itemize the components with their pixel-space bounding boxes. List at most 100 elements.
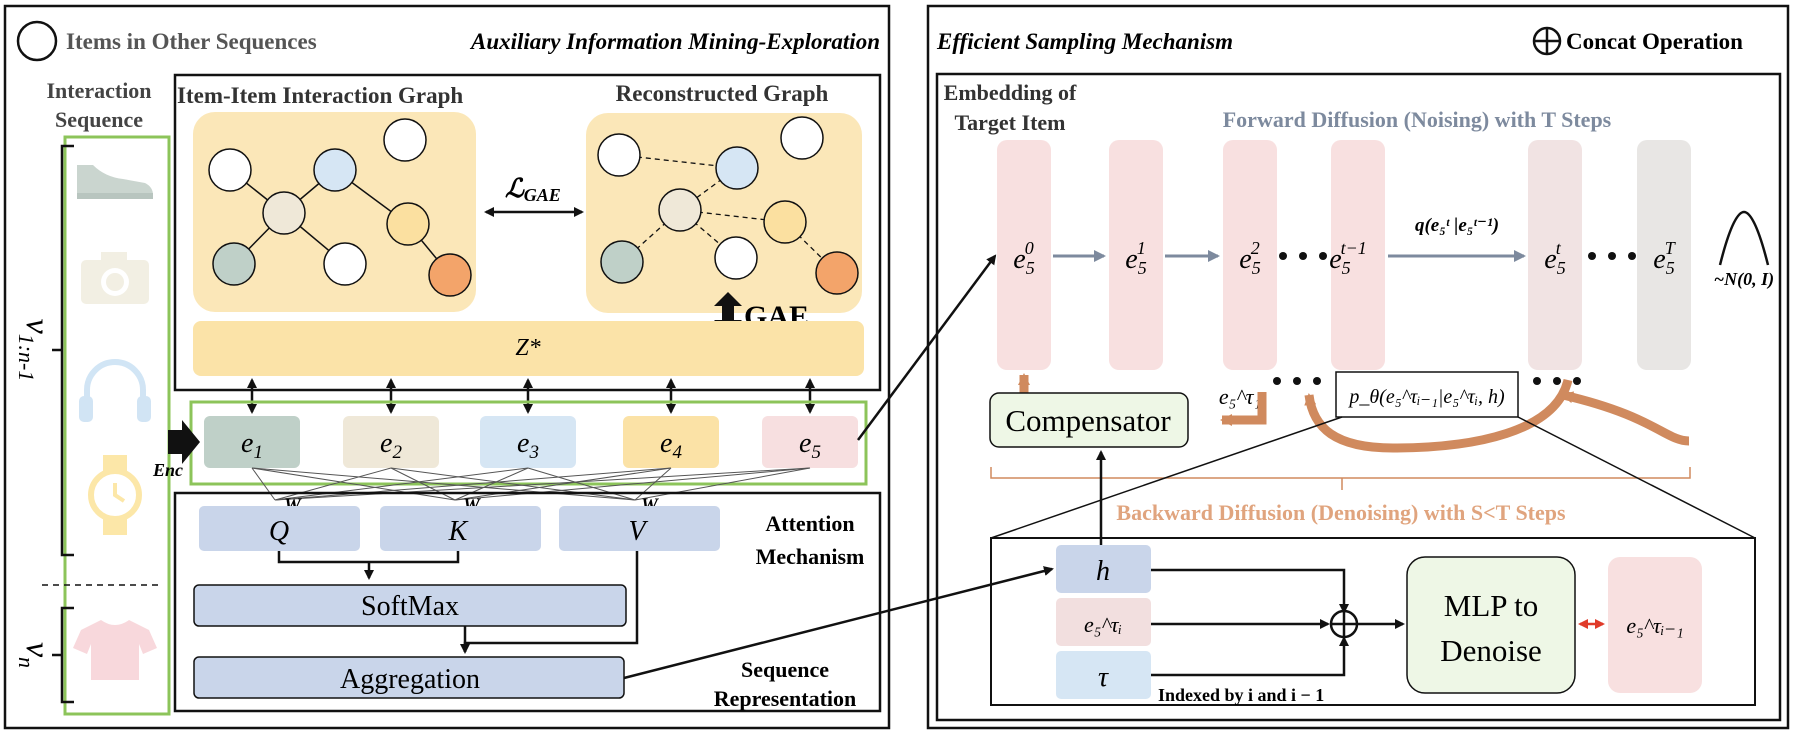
graph-title-left: Item-Item Interaction Graph [177, 83, 463, 108]
sequence-representation-label-1: Sequence [741, 657, 829, 682]
graph-node [780, 116, 824, 160]
graph-node [597, 133, 641, 177]
forward-column-1 [1109, 140, 1163, 370]
svg-text:e4: e4 [660, 428, 682, 463]
enc-label: Enc [152, 460, 183, 480]
svg-text:e₅^τᵢ₋₁: e₅^τᵢ₋₁ [1626, 613, 1683, 638]
svg-text:Q: Q [269, 516, 289, 547]
enc-arrow-icon [168, 420, 200, 464]
attention-frame [173, 491, 882, 713]
forward-node-t-1: e5t−1 [1329, 238, 1367, 278]
svg-text:τ: τ [1098, 662, 1109, 693]
noise-label: ~N(0, I) [1714, 269, 1774, 290]
sequence-representation-label-2: Representation [714, 686, 857, 711]
indexed-by-label: Indexed by i and i − 1 [1158, 685, 1324, 705]
forward-column-0 [997, 140, 1051, 370]
concat-label: Concat Operation [1566, 29, 1743, 54]
left-panel-frame [3, 4, 891, 730]
graph-node [262, 191, 306, 235]
svg-text:e2: e2 [380, 428, 402, 463]
legend-circle-icon [16, 20, 58, 62]
svg-text:K: K [448, 516, 469, 547]
compensator-box: Compensator [989, 392, 1189, 448]
softmax-box: SoftMax [193, 584, 627, 627]
seq-label-v1-n-1: v1:n-1 [14, 319, 56, 382]
forward-column-2 [1223, 140, 1277, 370]
graph-node [763, 200, 807, 244]
e5-to-target-arrow [856, 254, 997, 441]
embedding-e3: e3 [480, 416, 576, 468]
tshirt-icon [73, 620, 157, 680]
svg-text:SoftMax: SoftMax [361, 591, 459, 622]
forward-node-2: e52 [1239, 238, 1260, 278]
interaction-graph-panel [193, 112, 476, 312]
tau-to-concat-arrow [1151, 636, 1349, 677]
q-formula: q(e₅ᵗ |e₅ᵗ⁻¹) [1415, 215, 1499, 236]
sequence-box [63, 135, 171, 716]
graph-node [428, 253, 472, 297]
svg-text:Denoise: Denoise [1440, 633, 1542, 668]
backward-diffusion-title: Backward Diffusion (Denoising) with S<T … [1116, 500, 1566, 525]
watch-icon [88, 455, 142, 535]
attention-mechanism-label-1: Attention [765, 511, 854, 536]
v-box: V [559, 506, 720, 551]
tau-i-node-box: e₅^τᵢ [1056, 598, 1151, 646]
svg-text:vn: vn [14, 642, 56, 668]
forward-node-1: e51 [1125, 238, 1146, 278]
right-panel-frame [926, 4, 1790, 730]
interaction-sequence-label-1: Interaction [46, 78, 151, 103]
gaussian-curve-icon [1718, 210, 1770, 266]
tau-box: τ [1056, 651, 1151, 699]
embedding-e4: e4 [623, 416, 719, 468]
concat-operator-icon [1329, 609, 1359, 639]
graph-node [212, 242, 256, 286]
embedding-e1: e1 [204, 416, 300, 468]
svg-text:e3: e3 [517, 428, 539, 463]
concat-icon [1532, 26, 1562, 56]
graph-node [313, 148, 357, 192]
bracket-v1-n-1 [52, 144, 74, 557]
graph-node [714, 236, 758, 280]
k-box: K [380, 506, 541, 551]
p-formula: p_θ(e₅^τᵢ₋₁|e₅^τᵢ, h) [1347, 386, 1505, 408]
svg-text:Aggregation: Aggregation [340, 664, 480, 695]
forward-diffusion-title: Forward Diffusion (Noising) with T Steps [1223, 107, 1612, 132]
graph-node [386, 202, 430, 246]
graph-node [383, 118, 427, 162]
backward-ellipsis [1273, 377, 1581, 385]
graph-node [208, 148, 252, 192]
aggregation-box: Aggregation [193, 656, 625, 699]
reconstructed-graph-panel [586, 113, 862, 313]
forward-node-T: e5T [1653, 238, 1676, 278]
diffusion-frame [935, 72, 1782, 722]
graph-node [323, 242, 367, 286]
left-panel-title: Auxiliary Information Mining-Exploration [469, 29, 880, 54]
h-to-concat-arrow [1151, 568, 1349, 614]
output-node-box: e₅^τᵢ₋₁ [1608, 557, 1702, 693]
svg-text:v1:n-1: v1:n-1 [14, 319, 56, 382]
backward-arrows [1220, 378, 1690, 453]
forward-node-0: e50 [1013, 238, 1034, 278]
seq-label-vn: vn [14, 642, 56, 668]
embedding-target-label-2: Target Item [955, 110, 1066, 135]
embedding-target-label-1: Embedding of [944, 80, 1077, 105]
projection-lines [251, 467, 811, 501]
forward-column-T [1637, 140, 1691, 370]
forward-node-t: e5t [1544, 238, 1565, 278]
zoom-line-right [1517, 416, 1756, 539]
headphones-icon [79, 359, 151, 422]
graph-node [600, 240, 644, 284]
zoom-line-left [990, 416, 1343, 539]
gae-loss-label: ℒGAE [505, 174, 561, 205]
tau1-node: e₅^τ₁ [1219, 384, 1261, 409]
svg-text:h: h [1096, 556, 1110, 587]
attention-mechanism-label-2: Mechanism [756, 544, 865, 569]
p-formula-box [1335, 371, 1519, 418]
z-star-label: Z* [515, 335, 540, 361]
h-box: h [1056, 545, 1151, 593]
graph-node [815, 251, 859, 295]
bracket-vn [52, 606, 74, 704]
q-box: Q [199, 506, 360, 551]
legend-circle-label: Items in Other Sequences [66, 29, 317, 54]
